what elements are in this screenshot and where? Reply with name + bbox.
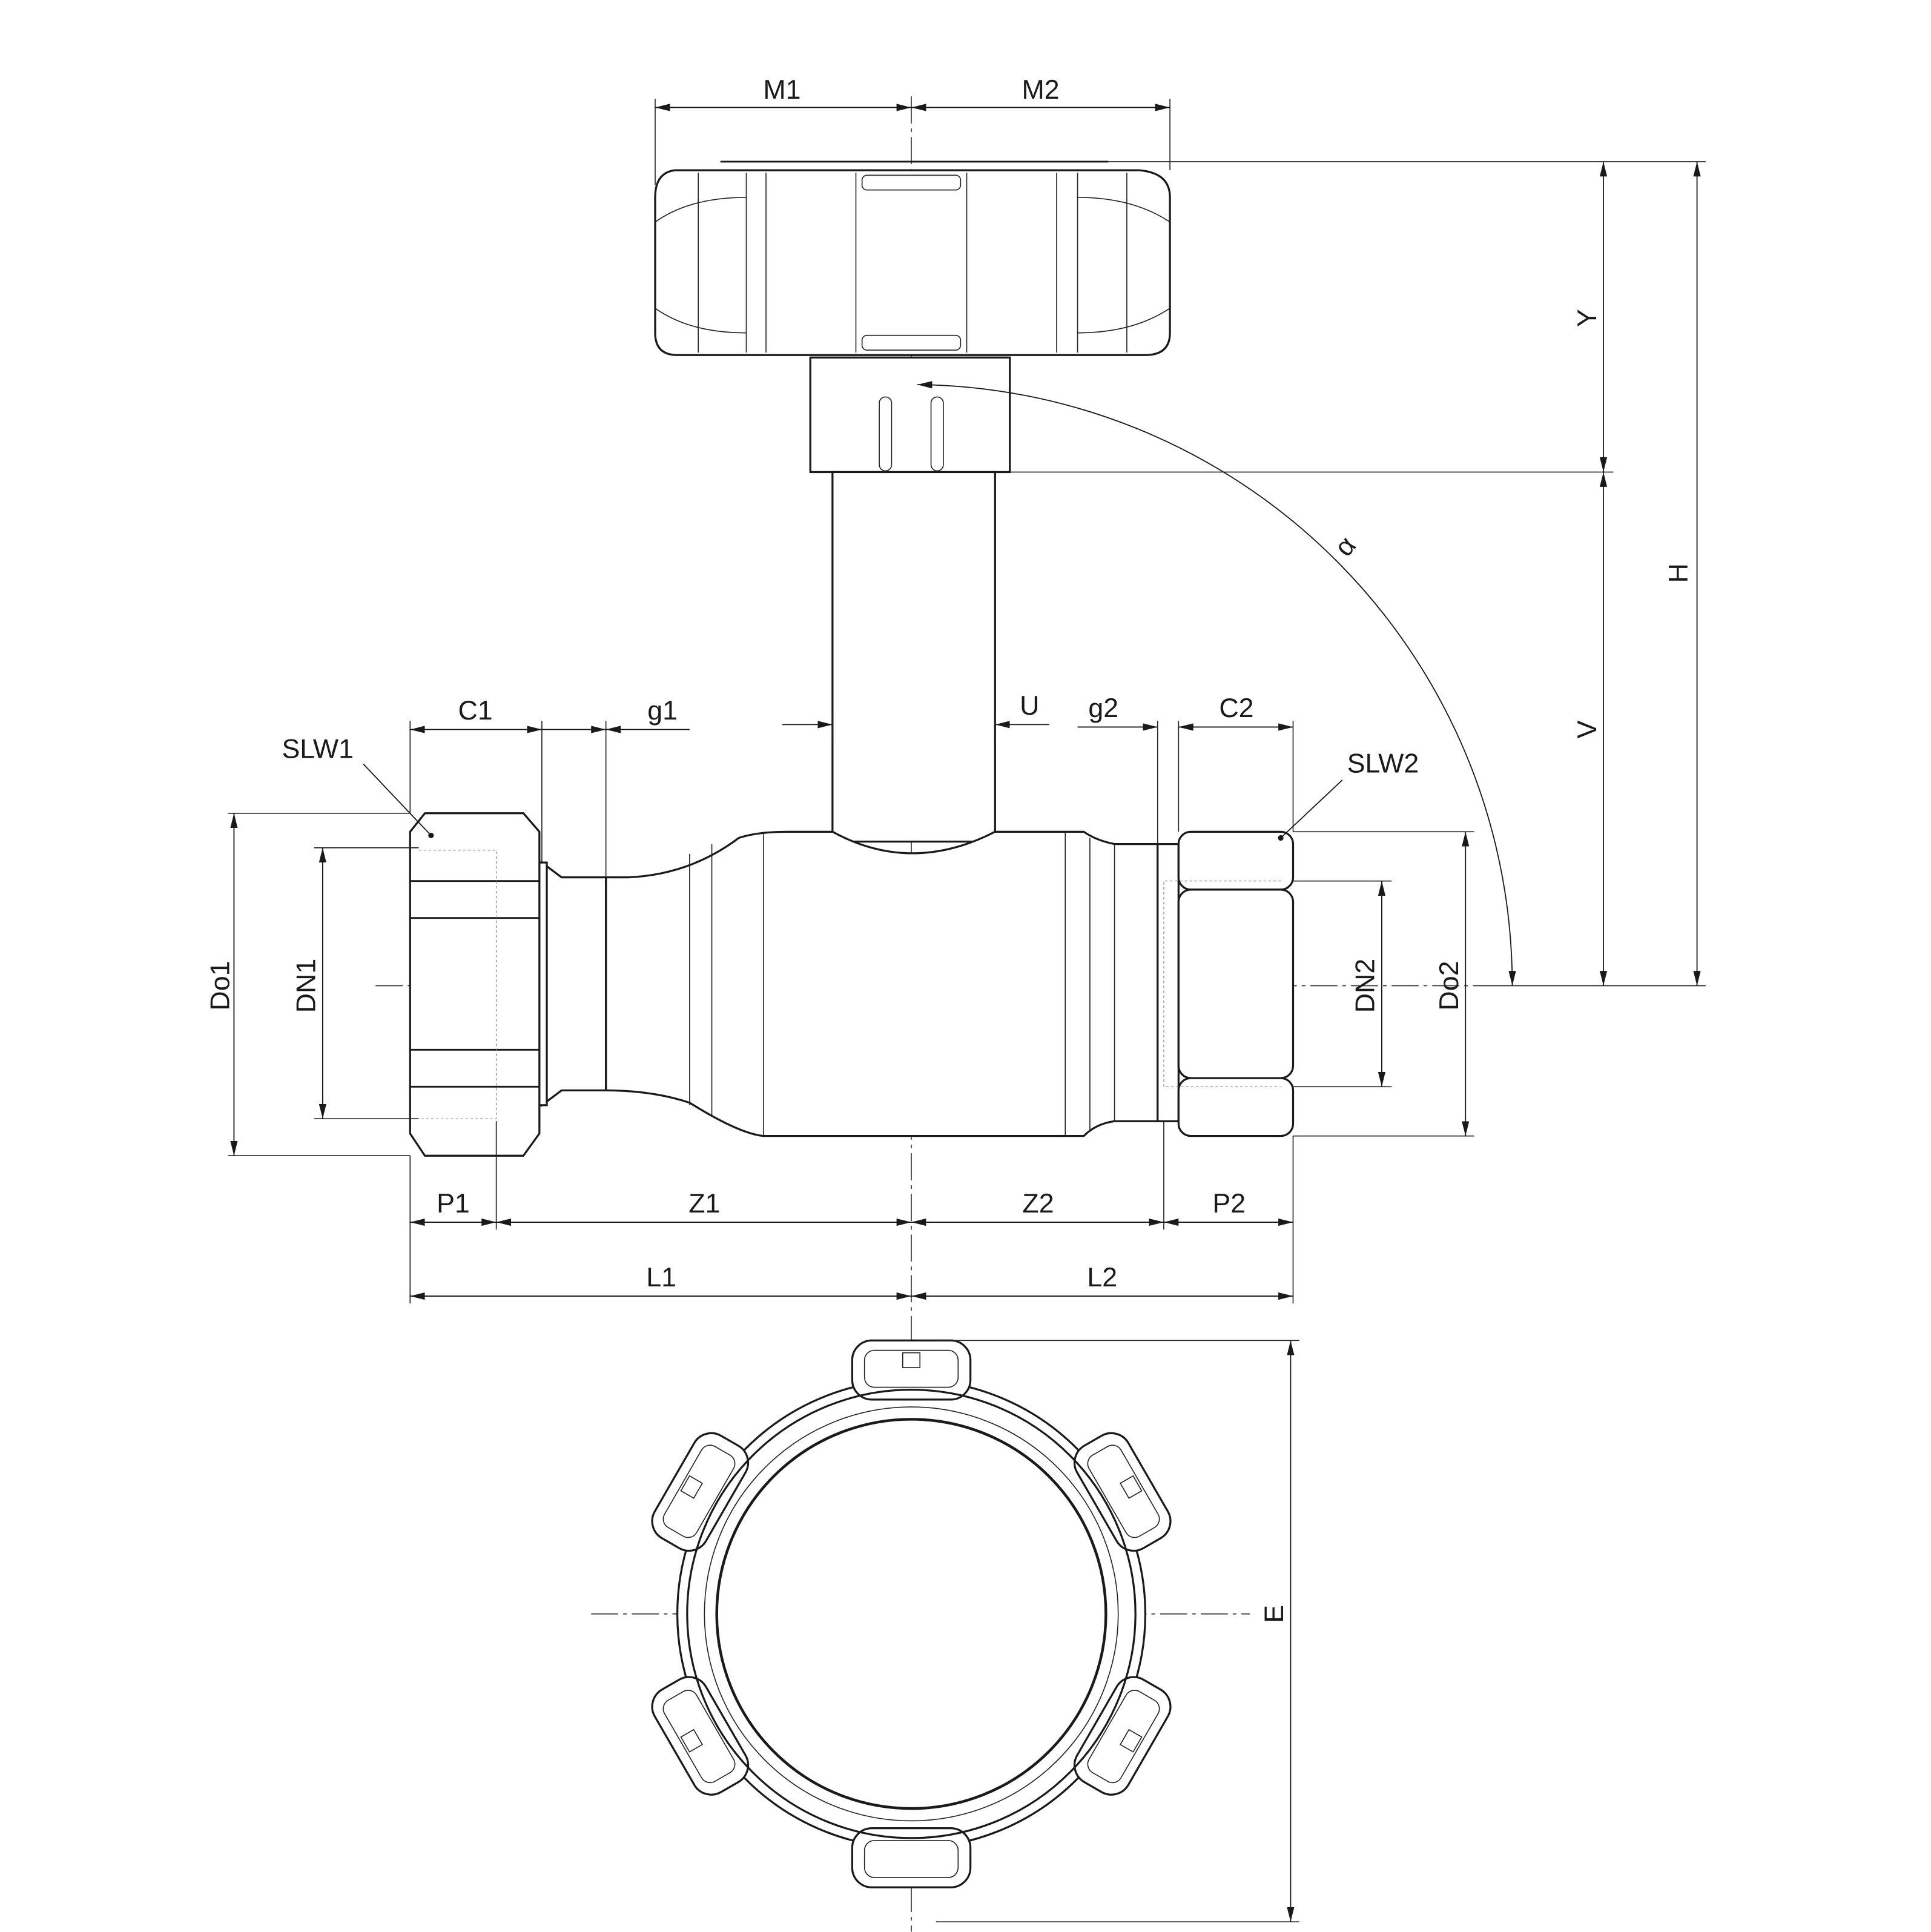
label-dn1: DN1 xyxy=(291,959,322,1013)
label-g1: g1 xyxy=(647,695,678,726)
label-slw1: SLW1 xyxy=(282,733,354,764)
label-l1: L1 xyxy=(646,1262,676,1292)
label-p2: P2 xyxy=(1212,1188,1246,1219)
label-y: Y xyxy=(1572,309,1602,327)
label-g2: g2 xyxy=(1088,693,1118,723)
dimension-lines xyxy=(230,104,1701,1922)
label-dn2: DN2 xyxy=(1350,959,1381,1013)
label-c2: C2 xyxy=(1219,693,1253,723)
dimension-labels: M1 M2 Y H V α U g1 g2 C1 C2 SLW1 SLW2 Do… xyxy=(205,74,1693,1623)
label-h: H xyxy=(1663,563,1693,583)
label-do2: Do2 xyxy=(1434,961,1464,1011)
label-e: E xyxy=(1259,1605,1289,1623)
label-v: V xyxy=(1572,720,1602,738)
label-do1: Do1 xyxy=(205,961,235,1011)
handwheel-side-view xyxy=(654,160,1171,843)
valve-body xyxy=(409,812,1295,1157)
handwheel-top-view xyxy=(651,1339,1172,1888)
label-m1: M1 xyxy=(763,74,800,105)
label-u: U xyxy=(1020,690,1039,721)
label-l2: L2 xyxy=(1087,1262,1117,1292)
label-m2: M2 xyxy=(1022,74,1059,105)
handwheel-lugs xyxy=(651,1339,1172,1888)
label-c1: C1 xyxy=(458,695,492,726)
label-z1: Z1 xyxy=(688,1188,720,1219)
label-z2: Z2 xyxy=(1022,1188,1054,1219)
label-p1: P1 xyxy=(437,1188,470,1219)
label-slw2: SLW2 xyxy=(1347,749,1419,779)
